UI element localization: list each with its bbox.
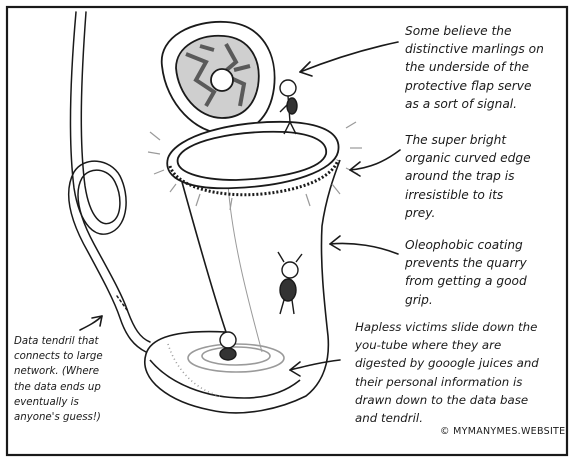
annotation-line: as a sort of signal. bbox=[405, 96, 518, 111]
annotation-line: grip. bbox=[405, 292, 433, 307]
trap-rim-icon bbox=[147, 120, 362, 211]
annotation-line: and tendril. bbox=[355, 411, 423, 426]
annotation-line: around the trap is bbox=[405, 169, 515, 184]
flap-lid-icon bbox=[160, 20, 276, 135]
sliding-figure-icon bbox=[277, 251, 303, 315]
annotation-line: organic curved edge bbox=[405, 151, 531, 166]
annotation-edge: The super bright organic curved edge aro… bbox=[405, 131, 531, 222]
pitcher-tube-icon bbox=[143, 159, 341, 414]
annotation-line: prevents the quarry bbox=[405, 256, 527, 271]
annotation-tendril: Data tendril that connects to large netw… bbox=[14, 334, 103, 425]
annotation-line: irresistible to its bbox=[405, 187, 504, 202]
annotation-line: you-tube where they are bbox=[355, 338, 502, 353]
annotation-line: their personal information is bbox=[355, 374, 523, 389]
annotation-coating: Oleophobic coating prevents the quarry f… bbox=[405, 236, 527, 309]
annotation-line: Some believe the bbox=[405, 24, 512, 38]
annotation-line: eventually is bbox=[14, 396, 79, 408]
annotation-line: network. (Where bbox=[14, 366, 100, 378]
annotation-line: The super bright bbox=[405, 133, 507, 147]
annotation-signal: Some believe the distinctive marlings on… bbox=[405, 22, 544, 113]
annotation-line: digested by gooogle juices and bbox=[355, 356, 539, 371]
annotation-line: Oleophobic coating bbox=[405, 238, 523, 252]
annotation-line: protective flap serve bbox=[405, 78, 532, 93]
data-tendril-icon bbox=[67, 11, 151, 353]
digested-figure-icon bbox=[219, 331, 237, 361]
annotation-line: the underside of the bbox=[405, 60, 530, 75]
annotation-line: Hapless victims slide down the bbox=[355, 320, 538, 334]
stick-figure-icon bbox=[279, 79, 298, 135]
annotation-line: anyone's guess!) bbox=[14, 412, 101, 424]
annotation-line: distinctive marlings on bbox=[405, 42, 544, 57]
annotation-line: connects to large bbox=[14, 351, 103, 363]
annotation-line: drawn down to the data base bbox=[355, 392, 529, 407]
annotation-line: Data tendril that bbox=[14, 336, 99, 347]
credit-text: © MYMANYMES.WEBSITE bbox=[440, 426, 566, 437]
annotation-line: the data ends up bbox=[14, 381, 101, 393]
annotation-victims: Hapless victims slide down the you-tube … bbox=[355, 318, 539, 427]
annotation-line: prey. bbox=[405, 205, 436, 220]
arrow-icon bbox=[79, 41, 401, 377]
annotation-line: from getting a good bbox=[405, 274, 527, 289]
